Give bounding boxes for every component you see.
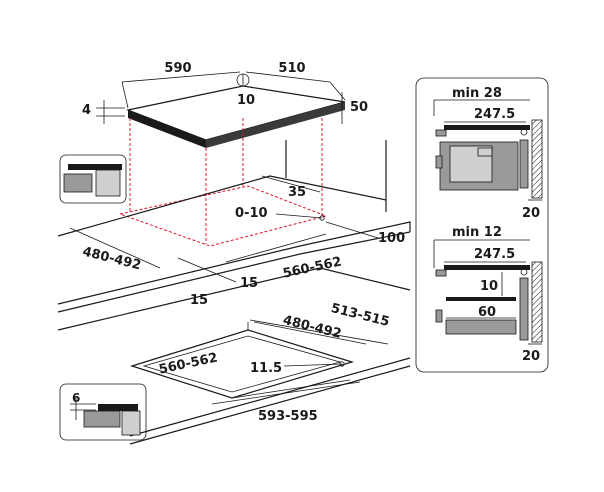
bottom-20-label: 20 <box>522 349 540 364</box>
hob-main-view: 590 510 10 4 50 35 0-10 <box>57 61 411 313</box>
dim-590-label: 590 <box>164 61 191 76</box>
dim-11-5-label: 11.5 <box>250 361 282 376</box>
top-247-5-label: 247.5 <box>474 107 515 122</box>
dim-50-label: 50 <box>350 100 368 115</box>
hob-side-edge <box>206 102 345 148</box>
dim-560-562-label: 560-562 <box>282 255 343 282</box>
dim-10-label: 10 <box>237 93 255 108</box>
dim-flush-480-492-label: 480-492 <box>281 313 343 342</box>
dim-593-595-label: 593-595 <box>258 409 318 424</box>
dim-4-label: 4 <box>82 103 91 118</box>
dim-0-10-label: 0-10 <box>235 206 268 221</box>
dim-480-492-label: 480-492 <box>81 244 143 273</box>
dim-510-label: 510 <box>278 61 305 76</box>
bottom-247-5-label: 247.5 <box>474 247 515 262</box>
bottom-10-label: 10 <box>480 279 498 294</box>
side-detail-panel: min 28 247.5 20 min 12 247.5 10 60 2 <box>415 77 549 373</box>
dim-15-a-label: 15 <box>190 293 208 308</box>
surface-mount-inset <box>59 154 127 204</box>
dim-15-b-label: 15 <box>240 276 258 291</box>
bottom-60-label: 60 <box>478 305 496 320</box>
dim-100-label: 100 <box>378 231 405 246</box>
hob-front-edge <box>128 110 206 148</box>
top-20-label: 20 <box>522 206 540 221</box>
min-12-label: min 12 <box>452 225 502 240</box>
dim-35-label: 35 <box>288 185 306 200</box>
min-28-label: min 28 <box>452 86 502 101</box>
flush-mount-inset: 6 <box>59 383 147 441</box>
